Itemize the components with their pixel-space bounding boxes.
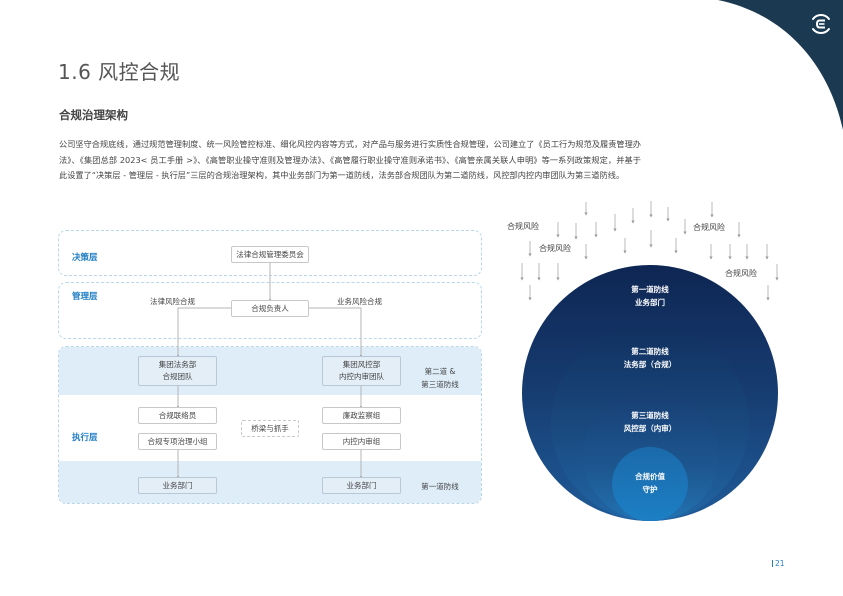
layer-label-management: 管理层 <box>72 292 98 302</box>
section-title: 合规治理架构 <box>59 108 128 122</box>
node-compliance-liaison: 合规联络员 <box>138 407 217 424</box>
page-number-bar <box>772 560 773 567</box>
ring-third-text: 第三道防线 风控部（内审） <box>590 409 710 435</box>
defense-band-second-third <box>59 347 481 395</box>
risk-label-1: 合规风险 <box>507 222 539 231</box>
node-integrity-group: 廉政监察组 <box>322 407 401 424</box>
node-legal-team: 集团法务部 合规团队 <box>138 356 217 386</box>
node-business-dept-right: 业务部门 <box>322 477 401 494</box>
ring-core-text: 合规价值 守护 <box>590 470 710 496</box>
risk-label-2: 合规风险 <box>539 244 571 253</box>
label-legal-risk: 法律风险合规 <box>150 297 195 306</box>
label-business-risk: 业务风险合规 <box>337 297 382 306</box>
corner-decoration <box>718 0 843 130</box>
page-number: 21 <box>772 559 785 568</box>
layer-label-decision: 决策层 <box>72 253 98 263</box>
node-compliance-committee: 法律合规管理委员会 <box>231 246 309 263</box>
page-number-text: 21 <box>775 559 785 568</box>
company-logo-icon <box>812 14 830 34</box>
defense-band-first <box>59 461 481 503</box>
risk-label-3: 合规风险 <box>693 223 725 232</box>
intro-paragraph: 公司坚守合规底线，通过规范管理制度、统一风险管控标准、细化风控内容等方式，对产品… <box>59 139 641 180</box>
label-second-third-line: 第二道 & 第三道防线 <box>421 367 459 389</box>
node-bridge: 桥梁与抓手 <box>241 420 299 437</box>
ring-second-title: 第二道防线 <box>631 347 669 356</box>
ring-second-subtitle: 法务部（合规） <box>623 360 677 369</box>
execution-layer <box>58 346 482 504</box>
node-compliance-head: 合规负责人 <box>231 300 309 317</box>
ring-third-subtitle: 风控部（内审） <box>623 424 677 433</box>
node-audit-group: 内控内审组 <box>322 433 401 450</box>
ring-first-title: 第一道防线 <box>631 285 669 294</box>
ring-core-value <box>612 447 688 521</box>
ring-second-text: 第二道防线 法务部（合规） <box>590 345 710 371</box>
ring-core-title: 合规价值 <box>635 472 665 481</box>
node-risk-team: 集团风控部 内控内审团队 <box>322 356 401 386</box>
node-business-dept-left: 业务部门 <box>138 477 217 494</box>
page-title: 1.6 风控合规 <box>58 60 181 84</box>
layer-label-execution: 执行层 <box>72 433 98 443</box>
ring-first-text: 第一道防线 业务部门 <box>590 283 710 309</box>
ring-core-subtitle: 守护 <box>642 485 658 494</box>
ring-first-subtitle: 业务部门 <box>635 298 665 307</box>
ring-third-title: 第三道防线 <box>631 411 669 420</box>
label-first-line: 第一道防线 <box>421 482 459 491</box>
risk-label-4: 合规风险 <box>725 269 757 278</box>
node-special-group: 合规专项治理小组 <box>138 433 217 450</box>
